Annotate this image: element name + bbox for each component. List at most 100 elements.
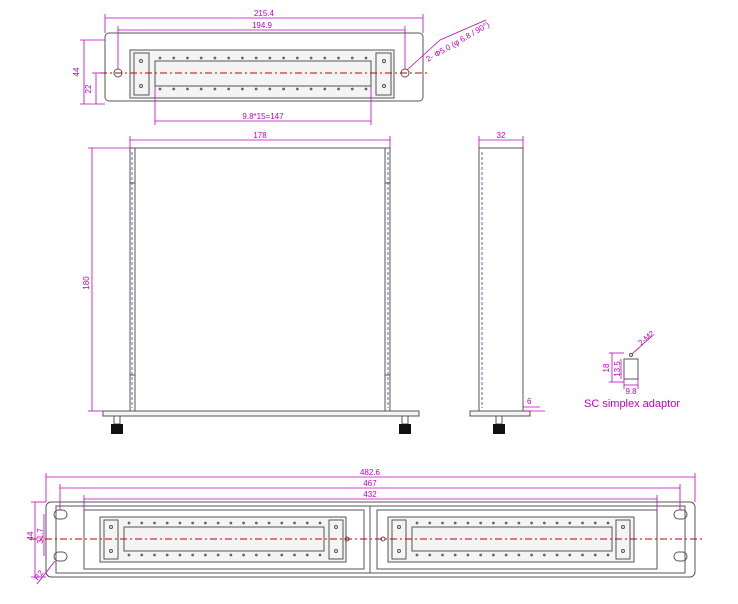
port-dot bbox=[229, 521, 233, 525]
port-dot bbox=[191, 521, 195, 525]
port-dot bbox=[318, 521, 322, 525]
rect bbox=[111, 424, 123, 434]
port-dot bbox=[415, 521, 419, 525]
side-view: 32 6 bbox=[469, 131, 545, 434]
port-dot bbox=[199, 87, 203, 91]
port-dot bbox=[242, 521, 246, 525]
port-dot bbox=[153, 521, 156, 525]
dim-side-flange: 6 bbox=[527, 397, 532, 406]
port-dot bbox=[581, 521, 584, 525]
port-dot bbox=[517, 553, 521, 557]
rack-port-dots bbox=[127, 521, 610, 557]
dim-rack-hole-height: 31.7 bbox=[36, 528, 45, 544]
adaptor-dim-outer-height: 18 bbox=[602, 363, 611, 372]
port-dot bbox=[254, 56, 258, 60]
rack-slot-top-left bbox=[53, 509, 68, 520]
top-view-outer-plate bbox=[104, 32, 424, 102]
port-dot bbox=[280, 521, 284, 525]
port-dot bbox=[492, 521, 495, 525]
port-dot bbox=[254, 521, 258, 525]
rect bbox=[376, 509, 658, 570]
screw-hole bbox=[382, 84, 386, 88]
port-dot bbox=[337, 56, 340, 60]
rect bbox=[103, 519, 119, 560]
screw-hole bbox=[109, 525, 113, 529]
port-dot bbox=[530, 553, 533, 557]
port-dot bbox=[504, 521, 508, 525]
rect bbox=[113, 415, 121, 425]
screw-hole bbox=[621, 525, 625, 529]
port-dot bbox=[606, 553, 610, 557]
port-dot bbox=[337, 87, 340, 91]
dim-leader bbox=[406, 39, 441, 71]
adaptor-callout: 2-M2 bbox=[637, 329, 657, 348]
port-dot bbox=[504, 553, 508, 557]
port-dot bbox=[323, 56, 327, 60]
port-dot bbox=[268, 56, 272, 60]
port-dot bbox=[318, 553, 322, 557]
dim-rack-body: 432 bbox=[363, 490, 377, 499]
port-dot bbox=[293, 553, 296, 557]
port-dot bbox=[227, 87, 231, 91]
front-view-left-connector bbox=[111, 415, 123, 434]
port-dot bbox=[323, 87, 327, 91]
adaptor-dim-width: 9.8 bbox=[625, 387, 637, 396]
port-dot bbox=[350, 56, 354, 60]
port-dot bbox=[280, 553, 284, 557]
port-dot bbox=[140, 521, 144, 525]
port-dot bbox=[153, 553, 156, 557]
port-dot bbox=[204, 553, 207, 557]
port-dot bbox=[295, 56, 299, 60]
port-dot bbox=[530, 521, 533, 525]
port-dot bbox=[165, 553, 169, 557]
port-dot bbox=[309, 87, 313, 91]
port-dot bbox=[309, 56, 313, 60]
rect bbox=[387, 516, 635, 563]
port-dot bbox=[479, 553, 483, 557]
rect bbox=[401, 415, 409, 425]
port-dot bbox=[267, 521, 271, 525]
port-dot bbox=[606, 521, 610, 525]
top-view-port-dots bbox=[158, 56, 368, 91]
rect bbox=[615, 519, 631, 560]
port-dot bbox=[555, 553, 559, 557]
port-dot bbox=[229, 553, 233, 557]
dim-inner-height: 22 bbox=[84, 84, 93, 93]
adaptor-title: SC simplex adaptor bbox=[584, 398, 680, 410]
side-view-body bbox=[478, 147, 524, 412]
rack-cassette-right bbox=[376, 509, 658, 570]
dim-front-height: 180 bbox=[82, 276, 91, 290]
front-view-right-connector bbox=[399, 415, 411, 434]
top-view-body bbox=[129, 49, 395, 99]
dim-rack-slot: R2 bbox=[32, 568, 46, 582]
front-view-base-flange bbox=[102, 410, 420, 417]
port-dot bbox=[441, 553, 444, 557]
port-dot bbox=[466, 521, 470, 525]
dim-port-pitch: 9.8*15=147 bbox=[242, 112, 284, 121]
port-dot bbox=[441, 521, 444, 525]
port-dot bbox=[268, 87, 272, 91]
dim-overall-width: 215.4 bbox=[254, 9, 275, 18]
port-dot bbox=[158, 87, 162, 91]
port-dot bbox=[593, 521, 597, 525]
port-dot bbox=[293, 521, 296, 525]
top-view-left-clip bbox=[133, 52, 150, 96]
dim-hole-callout: 2- Φ5.0 (φ 6.8 / 90°) bbox=[425, 20, 492, 64]
port-dot bbox=[282, 87, 285, 91]
rack-panel-outer bbox=[45, 501, 696, 578]
screw-hole bbox=[334, 525, 338, 529]
dim-front-width: 178 bbox=[253, 131, 267, 140]
rect bbox=[99, 516, 347, 563]
dim-hole-spacing: 194.9 bbox=[252, 21, 273, 30]
front-view-body bbox=[129, 147, 391, 412]
port-dot bbox=[466, 553, 470, 557]
rect bbox=[493, 424, 505, 434]
side-view-connector bbox=[493, 415, 505, 434]
port-dot bbox=[227, 56, 231, 60]
top-view: 215.4 194.9 2- Φ5.0 (φ 6.8 / 90°) 44 22 … bbox=[72, 9, 491, 125]
port-dot bbox=[178, 521, 182, 525]
port-dot bbox=[191, 553, 195, 557]
rack-view: 482.6 467 432 44 31.7 R2 bbox=[26, 468, 705, 585]
top-view-right-clip bbox=[375, 52, 392, 96]
